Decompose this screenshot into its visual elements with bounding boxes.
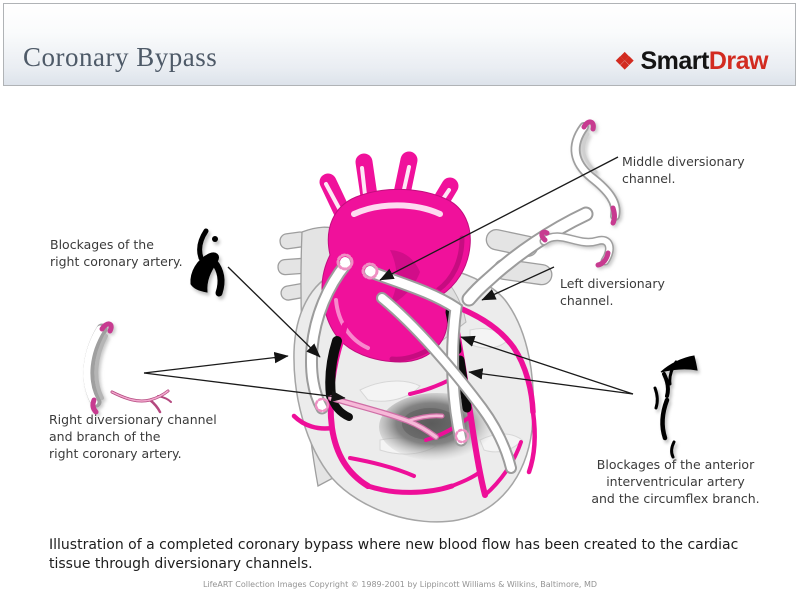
- branch-twig-icon: [110, 389, 172, 414]
- blockage-glyph-anterior-icon: [653, 355, 698, 459]
- four-diamonds-icon: ❖: [614, 48, 635, 74]
- bypass-graft-crossing: [376, 292, 517, 474]
- arrow-blockages-anterior-1: [460, 335, 634, 395]
- bypass-graft-left: [461, 206, 594, 307]
- label-blockages-right: Blockages of the right coronary artery.: [50, 237, 183, 269]
- figure-caption: Illustration of a completed coronary byp…: [49, 537, 739, 572]
- copyright-notice: LifeART Collection Images Copyright © 19…: [202, 580, 598, 589]
- anastomosis-rings: [314, 253, 470, 444]
- arrow-blockages-anterior-2: [468, 368, 634, 395]
- header-bar: Coronary Bypass ❖ SmartDraw: [3, 3, 796, 86]
- callout-arrows: [143, 156, 634, 402]
- arrow-blockages-right: [227, 266, 321, 358]
- label-blockages-anterior: Blockages of the anterior interventricul…: [591, 457, 760, 506]
- bypass-graft-middle: [364, 265, 468, 447]
- label-left-channel: Left diversionary channel.: [560, 276, 665, 308]
- logo-text-smart: Smart: [640, 47, 709, 75]
- right-channel-vessel-icon: [83, 321, 114, 415]
- page-title: Coronary Bypass: [23, 42, 218, 72]
- arrow-right-channel-2: [143, 372, 346, 402]
- logo-text: SmartDraw: [640, 47, 768, 76]
- logo-text-draw: Draw: [708, 47, 769, 75]
- blockage-glyph-right-icon: [190, 228, 225, 297]
- left-channel-vessel-icon: [539, 229, 614, 268]
- smartdraw-logo: ❖ SmartDraw: [614, 47, 768, 76]
- middle-channel-vessel-icon: [570, 119, 621, 226]
- arrow-left-channel: [481, 266, 555, 301]
- label-middle-channel: Middle diversionary channel.: [622, 154, 745, 186]
- bypass-grafts: [305, 206, 594, 474]
- label-right-channel: Right diversionary channel and branch of…: [49, 412, 217, 461]
- arrow-right-channel-1: [143, 351, 289, 374]
- arrow-middle-channel: [379, 156, 619, 281]
- branch-artery: [328, 395, 445, 440]
